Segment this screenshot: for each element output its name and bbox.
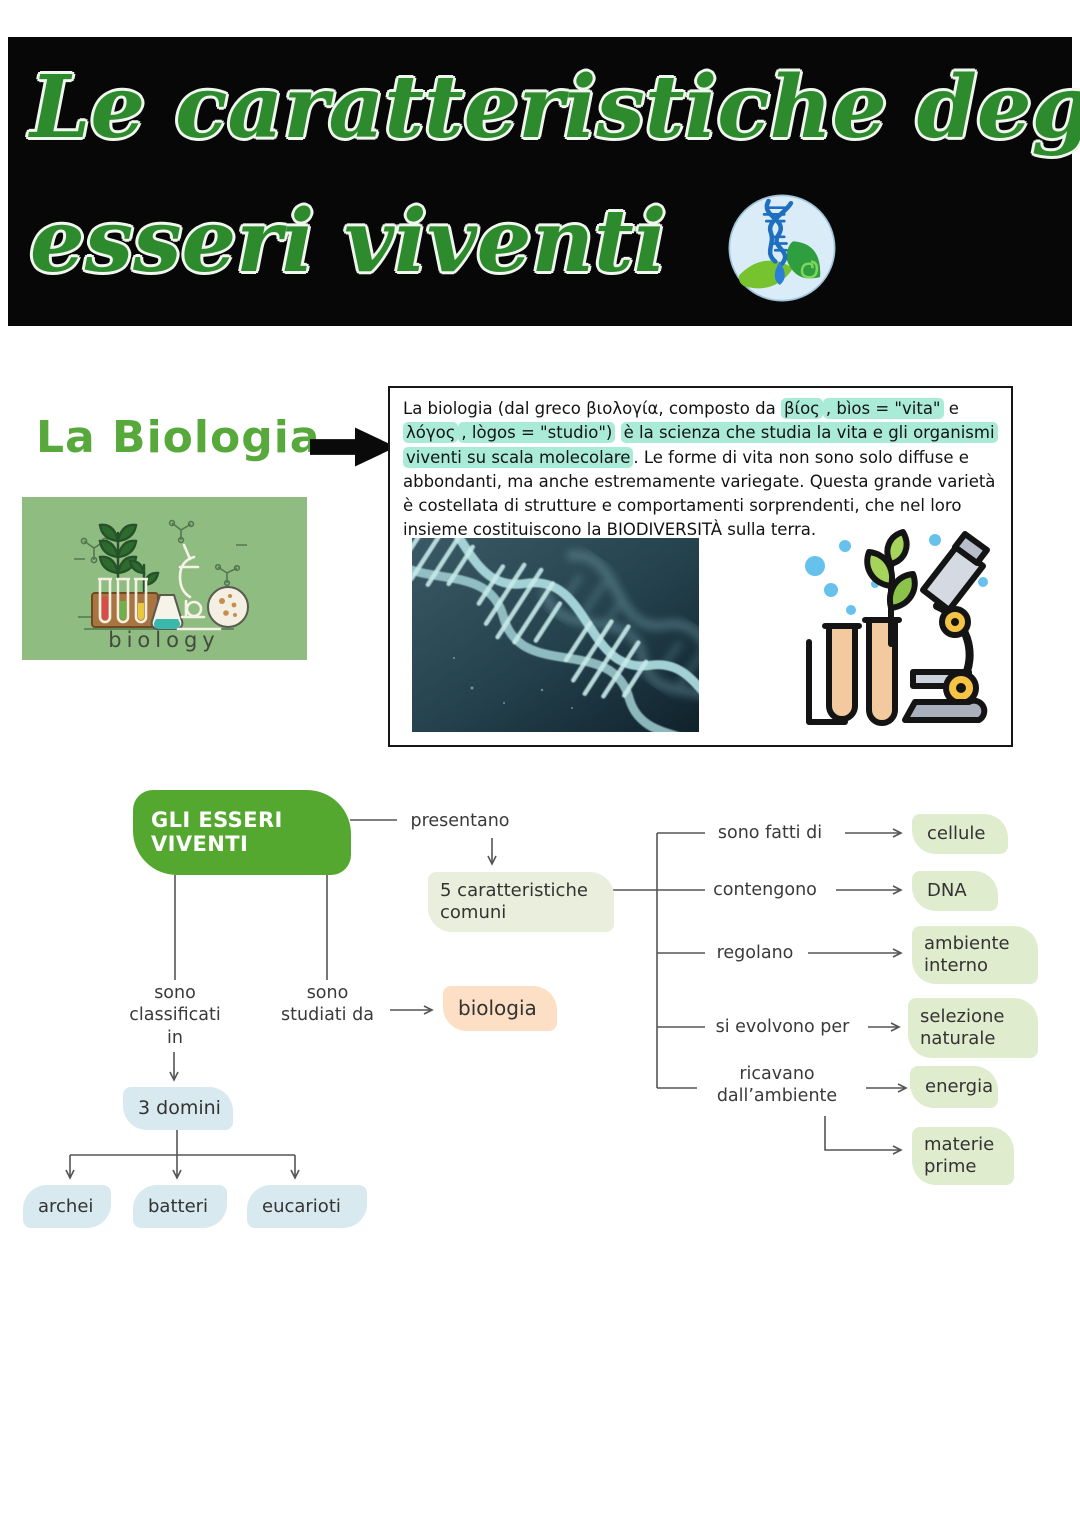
text-segment: e xyxy=(943,399,959,418)
edge-regolano: regolano xyxy=(716,943,794,963)
biology-dna-leaf-logo-icon xyxy=(728,194,836,302)
edge-sono-classificati-in: sono classificati in xyxy=(129,983,221,1048)
highlighted-segment: , lògos = "studio") xyxy=(458,422,616,444)
right-arrow-icon xyxy=(310,427,397,467)
node-cellule: cellule xyxy=(912,814,1008,854)
biology-caption: biology xyxy=(108,628,219,652)
biology-definition-box: La biologia (dal greco βιολογία, compost… xyxy=(388,386,1013,747)
node-ambiente-interno: ambiente interno xyxy=(912,926,1038,984)
edge-ricavano-dallambiente: ricavano dall’ambiente xyxy=(716,1064,838,1107)
highlighted-segment: βίος xyxy=(780,398,823,419)
text-segment-greek: βιολογία xyxy=(586,399,659,418)
biology-illustration-card: biology xyxy=(22,497,307,660)
node-dna: DNA xyxy=(912,871,998,911)
concept-map-connectors xyxy=(65,819,908,1180)
text-segment xyxy=(615,423,620,442)
node-energia: energia xyxy=(910,1066,998,1108)
microscope-plant-icon xyxy=(805,529,990,726)
highlighted-segment: , bìos = "vita" xyxy=(822,398,944,419)
edge-sono-studiati-da: sono studiati da xyxy=(281,983,374,1026)
biology-definition-text: La biologia (dal greco βιολογία, compost… xyxy=(403,397,999,543)
node-5-caratteristiche-comuni: 5 caratteristiche comuni xyxy=(428,872,614,932)
page-title-line1: Le caratteristiche degli xyxy=(30,57,1080,158)
edge-sono-fatti-di: sono fatti di xyxy=(717,823,823,843)
text-segment: , composto da xyxy=(658,399,781,418)
node-batteri: batteri xyxy=(133,1185,227,1228)
node-archei: archei xyxy=(23,1185,111,1228)
text-segment: La biologia (dal greco xyxy=(403,399,587,418)
section-title-la-biologia: La Biologia xyxy=(36,412,321,463)
node-biologia: biologia xyxy=(443,986,557,1031)
node-eucarioti: eucarioti xyxy=(247,1185,367,1228)
edge-presentano: presentano xyxy=(410,811,510,831)
page-title-line2: esseri viventi xyxy=(30,191,667,292)
node-3-domini: 3 domini xyxy=(123,1087,233,1130)
edge-si-evolvono-per: si evolvono per xyxy=(715,1017,850,1037)
highlighted-segment: λόγος xyxy=(403,422,459,444)
node-selezione-naturale: selezione naturale xyxy=(908,998,1038,1058)
edge-contengono: contengono xyxy=(713,880,817,900)
node-gli-esseri-viventi: GLI ESSERI VIVENTI xyxy=(133,790,351,875)
header-banner: Le caratteristiche degli esseri viventi xyxy=(8,37,1080,326)
dna-helix-photo xyxy=(412,538,699,732)
text-segment: . Le forme di vita non sono solo diffuse… xyxy=(403,447,996,540)
node-materie-prime: materie prime xyxy=(912,1127,1014,1185)
